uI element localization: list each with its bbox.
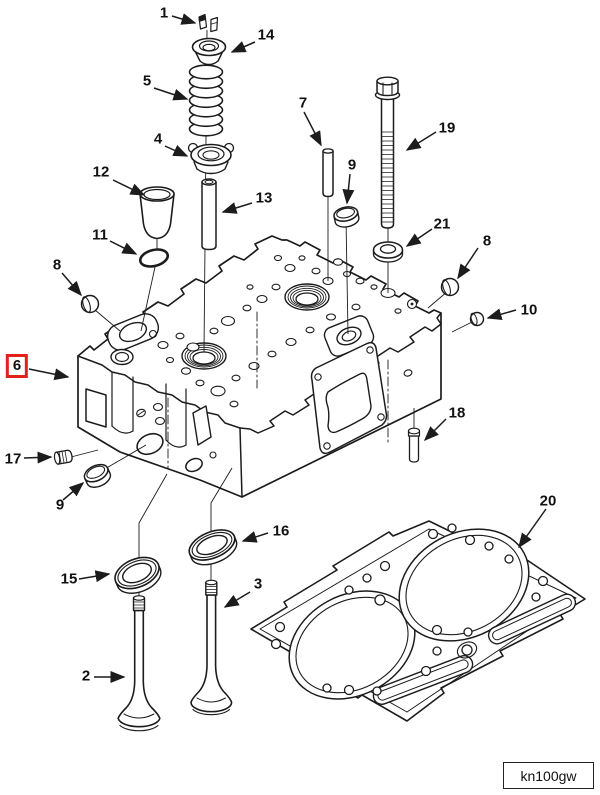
callout-12[interactable]: 12 [92, 163, 110, 181]
cup-plug-large [139, 186, 175, 240]
callout-9-lower[interactable]: 9 [55, 496, 65, 514]
callout-3[interactable]: 3 [253, 575, 263, 593]
callout-9-upper[interactable]: 9 [347, 156, 357, 174]
deck-holes [157, 254, 402, 408]
guide-bore-rear [284, 283, 330, 311]
figure-code-label: kn100gw [503, 762, 594, 789]
o-ring [138, 248, 170, 268]
valve-keepers [198, 13, 219, 33]
callout-20[interactable]: 20 [539, 492, 557, 510]
left-face-details [85, 371, 217, 473]
callout-10[interactable]: 10 [520, 301, 538, 319]
valve-spring [188, 64, 224, 137]
pipe-plug [53, 449, 73, 465]
callout-15[interactable]: 15 [60, 570, 78, 588]
valve-seat-insert-rear [188, 529, 238, 566]
cup-plug-upper [333, 206, 360, 228]
washer [372, 241, 404, 263]
cup-plug-right [440, 277, 460, 297]
callout-19[interactable]: 19 [438, 119, 456, 137]
cup-plug-lower [83, 463, 112, 488]
spring-seat-rotator [187, 142, 235, 175]
callout-7[interactable]: 7 [298, 94, 308, 112]
cylinder-head [77, 235, 442, 498]
valve-front [117, 595, 161, 732]
callout-13[interactable]: 13 [255, 189, 273, 207]
valve-seat-insert-front [114, 556, 162, 594]
callout-18[interactable]: 18 [448, 404, 466, 422]
axis-centerlines [167, 311, 389, 469]
head-gasket [250, 520, 586, 722]
callout-17[interactable]: 17 [4, 450, 22, 468]
callout-8-right[interactable]: 8 [482, 232, 492, 250]
dowel-pin [322, 148, 334, 198]
leader-arrows [23, 13, 547, 683]
callout-21[interactable]: 21 [433, 215, 451, 233]
callout-14[interactable]: 14 [257, 26, 275, 44]
callout-6[interactable]: 6 [12, 357, 22, 374]
callout-4[interactable]: 4 [153, 130, 163, 148]
small-plug [469, 311, 485, 327]
valve-rear [190, 579, 233, 716]
exhaust-port-flange [310, 341, 413, 455]
head-bolt [374, 76, 401, 229]
callout-16[interactable]: 16 [272, 522, 290, 540]
callout-1[interactable]: 1 [159, 4, 169, 22]
callout-5[interactable]: 5 [142, 72, 152, 90]
cup-plug-left [80, 294, 100, 314]
valve-guide [201, 178, 217, 251]
callout-2[interactable]: 2 [81, 667, 91, 685]
rocker-pedestal-pad [106, 313, 160, 351]
callout-8-left[interactable]: 8 [52, 256, 62, 274]
spring-retainer [191, 37, 227, 66]
callout-11[interactable]: 11 [92, 226, 108, 244]
gasket-holes [270, 523, 549, 696]
stud-pin [407, 427, 421, 463]
selected-callout-highlight-box[interactable]: 6 [5, 354, 29, 378]
